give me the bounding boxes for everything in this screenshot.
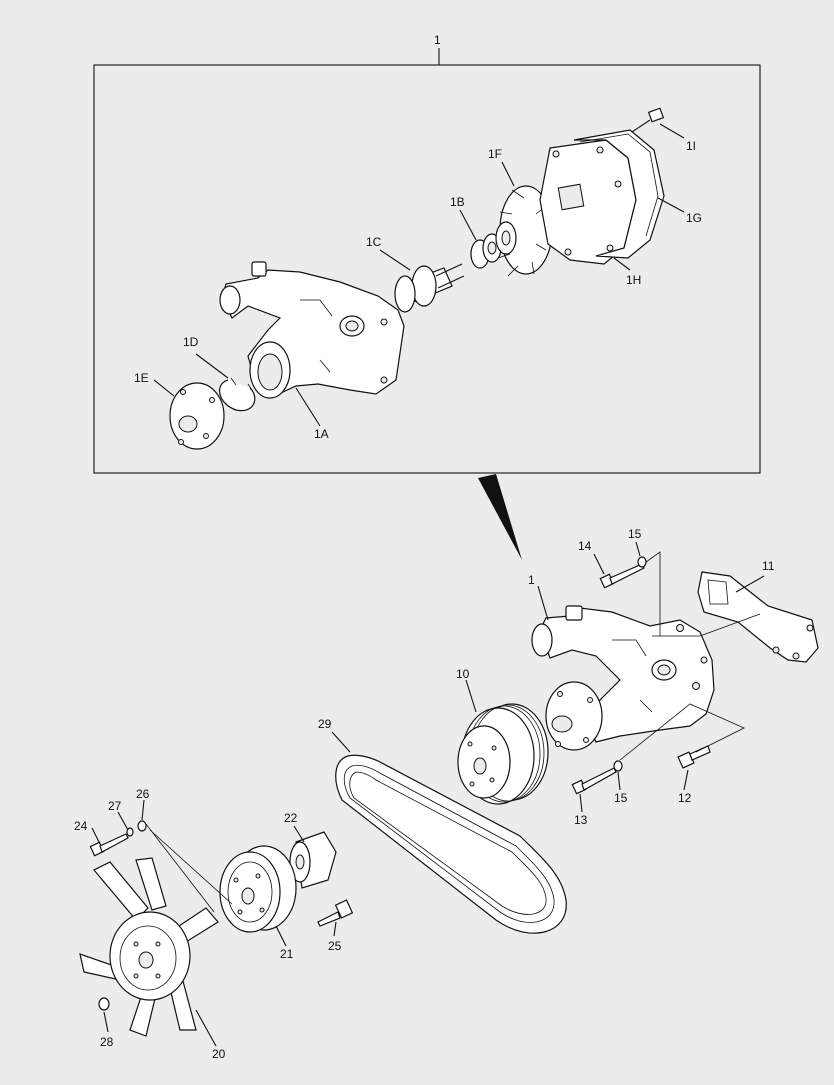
part-14-bolt [599,563,645,589]
callout-1C: 1C [366,235,382,249]
part-11-gasket [697,571,819,663]
callout-1-detail: 1 [434,33,441,47]
part-1B-seal [470,233,502,269]
part-12-bolt [677,745,711,769]
part-1-water-pump-assembly [531,605,715,751]
callout-13: 13 [574,813,588,827]
part-15-washer-upper [637,556,647,568]
callout-1F: 1F [488,147,502,161]
part-1A-pump-body [219,261,405,399]
callout-11: 11 [762,559,775,573]
part-20-cooling-fan [79,857,219,1037]
part-26-washer [137,820,147,832]
part-24-bolt [89,833,129,857]
callout-1A: 1A [314,427,329,441]
part-1H-back-plate [539,139,637,265]
callout-1E: 1E [134,371,149,385]
callout-25: 25 [328,939,342,953]
callout-1-assembly: 1 [528,573,535,587]
part-25-bolt [317,899,354,927]
detail-inset-frame [93,64,761,474]
part-22-spacer [289,831,337,889]
callout-29: 29 [318,717,332,731]
part-28-nut [98,997,110,1011]
part-1F-impeller [495,185,553,277]
callout-24: 24 [74,819,88,833]
callout-15-lower: 15 [614,791,628,805]
part-29-drive-belt [335,754,567,934]
callout-1H: 1H [626,273,641,287]
part-1E-hub-flange [169,382,225,450]
part-27-lock-washer [126,827,134,837]
part-13-bolt [571,767,617,795]
callout-28: 28 [100,1035,114,1049]
callout-21: 21 [280,947,294,961]
callout-1I: 1I [686,139,696,153]
callout-1G: 1G [686,211,702,225]
callout-12: 12 [678,791,692,805]
part-1C-bearing-shaft [394,263,465,313]
detail-pointer-wedge [478,474,522,560]
callout-10: 10 [456,667,470,681]
assembly-leader-lines [331,541,765,813]
part-1I-bolt [631,107,665,133]
part-21-fan-pulley [219,845,297,933]
part-15-washer-lower [613,760,623,772]
part-1D-circlip [219,377,256,412]
detail-leader-lines [153,123,685,427]
callout-15-upper: 15 [628,527,642,541]
callout-20: 20 [212,1047,226,1061]
part-1G-gasket [573,129,665,259]
callout-1B: 1B [450,195,465,209]
part-10-pump-pulley [457,703,549,805]
callout-27: 27 [108,799,122,813]
callout-1D: 1D [183,335,199,349]
callout-26: 26 [136,787,150,801]
callout-22: 22 [284,811,298,825]
callout-14: 14 [578,539,592,553]
